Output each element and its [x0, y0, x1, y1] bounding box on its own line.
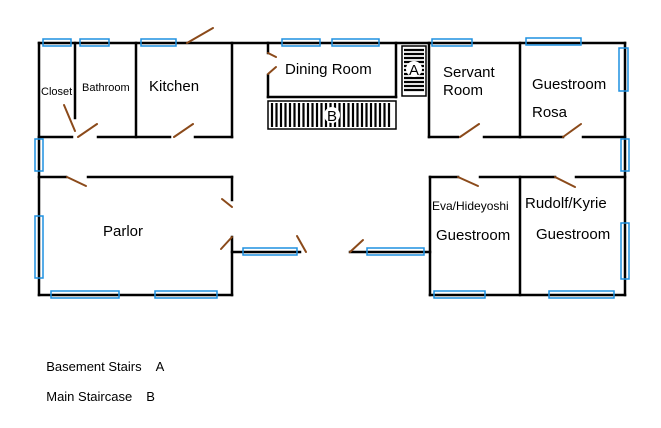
room-label-bathroom: Bathroom	[82, 82, 130, 94]
room-label-closet: Closet	[41, 86, 72, 98]
room-label-guestroom-rosa-name: Rosa	[532, 104, 568, 121]
room-label-guestroom-rudolf-name: Rudolf/Kyrie	[525, 195, 607, 212]
window	[433, 290, 486, 299]
legend-basement-stairs: Basement Stairs A	[39, 344, 164, 374]
room-label-dining-room: Dining Room	[285, 61, 372, 78]
window	[548, 290, 615, 299]
marker-a-backdrop	[406, 61, 422, 77]
door	[173, 123, 194, 138]
legend-main-staircase-key: B	[146, 389, 155, 404]
room-label-guestroom-eva-name: Eva/Hideyoshi	[432, 199, 509, 213]
door	[457, 176, 479, 187]
door	[459, 123, 480, 138]
room-label-guestroom-rudolf-title: Guestroom	[536, 226, 610, 243]
window	[366, 247, 425, 256]
window	[34, 138, 44, 172]
walls	[37, 41, 627, 297]
door	[554, 176, 576, 188]
door	[220, 236, 233, 250]
room-label-guestroom-rosa-title: Guestroom	[532, 76, 606, 93]
basement-stairs	[401, 45, 427, 97]
door	[562, 123, 582, 138]
window	[50, 290, 120, 299]
door	[349, 239, 364, 253]
door	[267, 52, 277, 58]
window	[281, 38, 321, 47]
door	[267, 66, 277, 75]
window	[79, 38, 110, 47]
window	[431, 38, 473, 47]
door	[186, 27, 214, 44]
legend-main-staircase-label: Main Staircase	[46, 389, 133, 404]
windows	[34, 37, 630, 299]
room-label-parlor: Parlor	[103, 223, 143, 240]
window	[154, 290, 218, 299]
door	[296, 235, 307, 253]
marker-main-staircase: B	[327, 108, 337, 125]
window	[34, 215, 44, 279]
door	[66, 176, 87, 187]
doors	[63, 27, 582, 253]
room-label-guestroom-eva-title: Guestroom	[436, 227, 510, 244]
room-label-servant-room-line1: Servant	[443, 64, 496, 81]
window	[620, 138, 630, 172]
legend-main-staircase: Main Staircase B	[39, 374, 155, 404]
door	[221, 198, 233, 208]
window	[618, 47, 629, 92]
window	[242, 247, 298, 256]
marker-b-backdrop	[324, 107, 340, 123]
window	[525, 37, 582, 46]
legend-basement-stairs-label: Basement Stairs	[46, 359, 142, 374]
window	[620, 222, 630, 280]
door	[63, 104, 76, 132]
room-label-servant-room-line2: Room	[443, 82, 483, 99]
marker-basement-stairs: A	[409, 62, 419, 79]
window	[42, 38, 72, 47]
door	[77, 123, 98, 138]
window	[331, 38, 380, 47]
room-label-kitchen: Kitchen	[149, 78, 199, 95]
legend-basement-stairs-key: A	[155, 359, 165, 374]
window	[140, 38, 177, 47]
